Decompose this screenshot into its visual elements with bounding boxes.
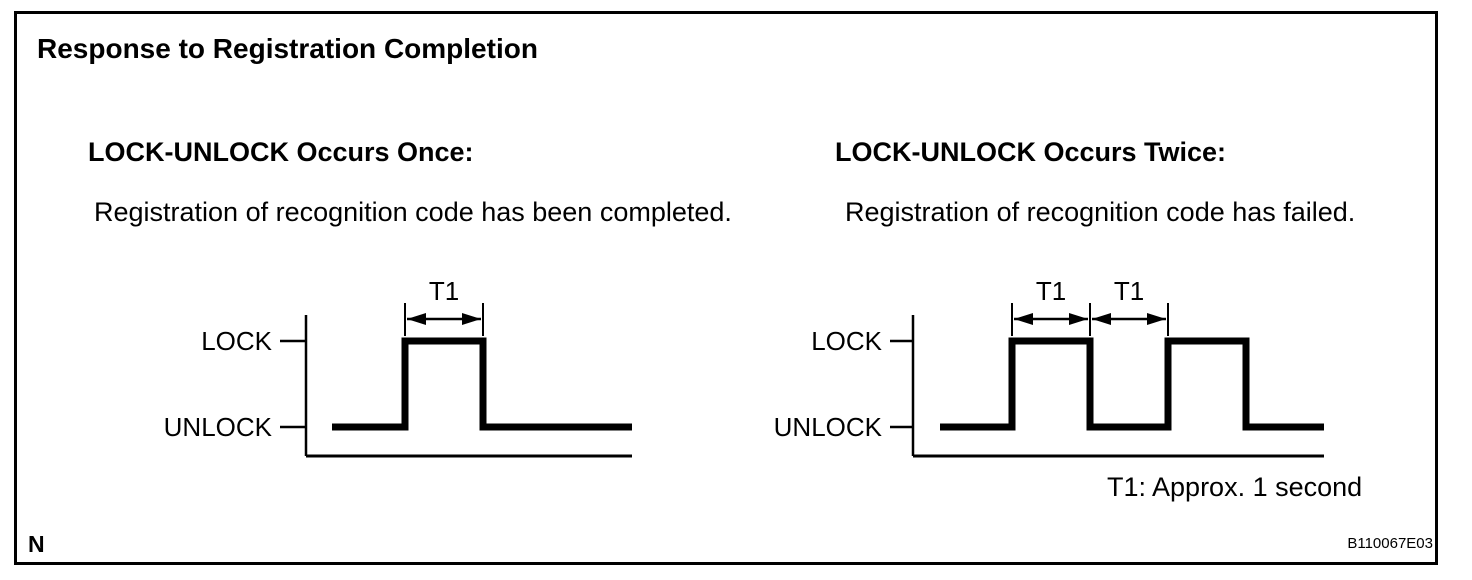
section-once-heading: LOCK-UNLOCK Occurs Once: <box>88 137 474 167</box>
t1-arrowhead-right <box>1069 313 1088 325</box>
section-once-description: Registration of recognition code has bee… <box>94 197 732 227</box>
t1-label: T1 <box>429 276 459 306</box>
figure-border <box>14 11 1438 565</box>
t1-arrowhead-right <box>462 313 481 325</box>
section-twice-heading: LOCK-UNLOCK Occurs Twice: <box>835 137 1227 167</box>
t1-arrowhead-left <box>407 313 426 325</box>
doc-code: B110067E03 <box>1347 535 1433 552</box>
t1-arrowhead-left <box>1014 313 1033 325</box>
waveform-trace <box>940 337 1324 431</box>
t1-label: T1 <box>1114 276 1144 306</box>
t1-label: T1 <box>1036 276 1066 306</box>
section-twice-description: Registration of recognition code has fai… <box>845 197 1356 227</box>
unlock-label: UNLOCK <box>774 412 883 442</box>
footer-mark: N <box>28 531 45 557</box>
lock-label: LOCK <box>811 326 882 356</box>
t1-duration-note: T1: Approx. 1 second <box>1107 472 1363 502</box>
lock-label: LOCK <box>201 326 272 356</box>
t1-arrowhead-right <box>1147 313 1166 325</box>
t1-arrowhead-left <box>1092 313 1111 325</box>
unlock-label: UNLOCK <box>164 412 273 442</box>
figure-title: Response to Registration Completion <box>37 33 538 64</box>
waveform-trace <box>332 337 632 431</box>
